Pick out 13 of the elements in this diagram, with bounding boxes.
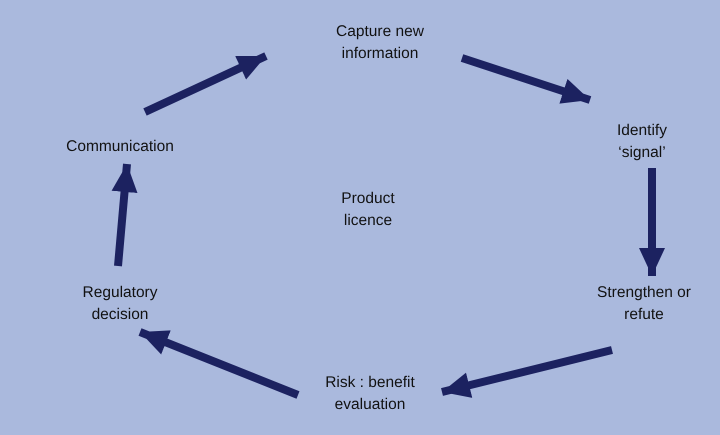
arrow: [639, 168, 665, 276]
arrow: [460, 54, 592, 104]
node-label: Regulatory decision: [82, 282, 158, 325]
arrow: [112, 164, 138, 266]
arrow: [441, 346, 613, 398]
center-label: Product licence: [340, 189, 396, 232]
node-label: Capture new information: [335, 22, 425, 64]
node-label: Communication: [66, 136, 174, 157]
arrow: [138, 328, 300, 399]
node-label: Risk : benefit evaluation: [324, 372, 416, 415]
arrow: [143, 52, 268, 116]
node-label: Identify ‘signal’: [616, 120, 668, 163]
node-label: Strengthen or refute: [596, 282, 692, 325]
